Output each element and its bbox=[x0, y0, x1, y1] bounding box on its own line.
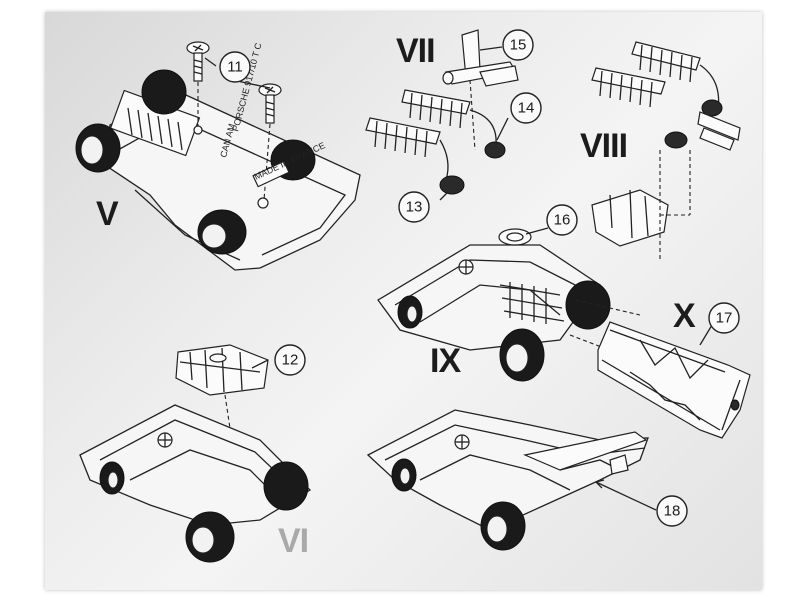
step-x-assembly bbox=[597, 321, 751, 439]
part-13 bbox=[439, 175, 465, 195]
callout-13: 13 bbox=[406, 199, 423, 216]
callout-16: 16 bbox=[554, 212, 571, 229]
screw-1 bbox=[186, 41, 210, 82]
step-vi-assembly bbox=[79, 344, 312, 563]
part-14 bbox=[484, 141, 506, 159]
callout-12-circle bbox=[274, 344, 306, 376]
callout-17-circle bbox=[708, 302, 740, 334]
callout-14-circle bbox=[510, 92, 542, 124]
step-ix-assembly bbox=[377, 227, 741, 401]
step-ix-label: IX bbox=[430, 342, 461, 380]
callout-17: 17 bbox=[716, 310, 733, 327]
step-vii-assembly bbox=[365, 29, 519, 201]
callout-15: 15 bbox=[510, 37, 527, 54]
step-v-assembly: PORSCHE 917/10 T C CAN AM MADE IN FRANCE bbox=[75, 41, 361, 271]
callout-15-circle bbox=[502, 29, 534, 61]
step-vii-label: VII bbox=[396, 32, 435, 70]
exhaust-bank-upper bbox=[401, 89, 471, 115]
callout-13-circle bbox=[398, 191, 430, 223]
callout-18: 18 bbox=[664, 503, 681, 520]
screw-2 bbox=[258, 83, 282, 124]
step-x-label: X bbox=[673, 297, 696, 335]
callout-11: 11 bbox=[227, 59, 243, 76]
exhaust-bank-lower bbox=[365, 117, 441, 145]
part-17-frame bbox=[597, 321, 751, 439]
callout-18-circle bbox=[656, 495, 688, 527]
step-vi-label: VI bbox=[278, 522, 308, 560]
part-12 bbox=[175, 344, 269, 396]
callout-12: 12 bbox=[282, 352, 299, 369]
callout-11-circle bbox=[219, 51, 251, 83]
callout-14: 14 bbox=[518, 100, 535, 117]
step-viii-assembly bbox=[591, 41, 741, 260]
rear-wheel-left bbox=[141, 69, 187, 115]
step-viii-label: VIII bbox=[580, 127, 627, 165]
callout-16-circle bbox=[546, 204, 578, 236]
step-v-label: V bbox=[96, 195, 119, 233]
final-car-assembly bbox=[366, 409, 657, 551]
